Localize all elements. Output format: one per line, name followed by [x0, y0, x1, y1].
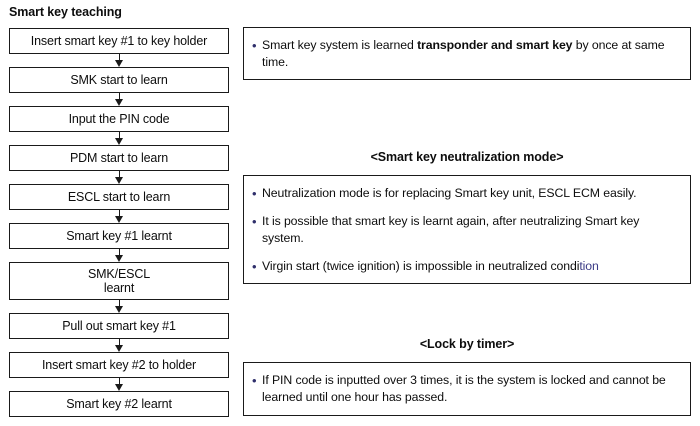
flow-connector — [9, 210, 229, 223]
flow-step-label: Insert smart key #2 to holder — [41, 358, 197, 372]
note-text-part1: Smart key system is learned — [262, 38, 418, 52]
flow-step: Insert smart key #1 to key holder — [9, 28, 229, 54]
note-text-main: Virgin start (twice ignition) is impossi… — [262, 259, 580, 273]
note-bullet: • It is possible that smart key is learn… — [252, 213, 680, 247]
down-arrow-icon — [115, 339, 124, 352]
flow-step: Insert smart key #2 to holder — [9, 352, 229, 378]
bullet-icon: • — [252, 259, 257, 274]
section-heading-neutralization: <Smart key neutralization mode> — [370, 150, 564, 164]
down-arrow-icon — [115, 93, 124, 106]
flow-connector — [9, 339, 229, 352]
flow-step-label: Insert smart key #1 to key holder — [30, 34, 208, 48]
note-box-lock: • If PIN code is inputted over 3 times, … — [243, 362, 691, 416]
section-heading-lock: <Lock by timer> — [419, 337, 515, 351]
flow-step-label: PDM start to learn — [69, 151, 169, 165]
flow-step: Smart key #1 learnt — [9, 223, 229, 249]
flow-connector — [9, 300, 229, 313]
flow-step: PDM start to learn — [9, 145, 229, 171]
flow-step-label: Pull out smart key #1 — [62, 319, 176, 333]
note-text-bold: transponder and smart key — [417, 38, 573, 52]
down-arrow-icon — [115, 54, 124, 67]
flow-step: Smart key #2 learnt — [9, 391, 229, 417]
note-bullet: • Virgin start (twice ignition) is impos… — [252, 258, 680, 275]
flow-step: ESCL start to learn — [9, 184, 229, 210]
down-arrow-icon — [115, 300, 124, 313]
note-bullet-text: Virgin start (twice ignition) is impossi… — [262, 258, 680, 275]
note-bullet: • Neutralization mode is for replacing S… — [252, 185, 680, 202]
down-arrow-icon — [115, 249, 124, 262]
note-bullet-text: Smart key system is learned transponder … — [262, 37, 680, 71]
flow-step: SMK start to learn — [9, 67, 229, 93]
flow-connector — [9, 54, 229, 67]
down-arrow-icon — [115, 171, 124, 184]
spacer — [252, 202, 680, 213]
note-text-part2: by once at same time. — [262, 38, 665, 69]
down-arrow-icon — [115, 132, 124, 145]
down-arrow-icon — [115, 210, 124, 223]
bullet-icon: • — [252, 38, 257, 53]
flow-step: SMK/ESCL learnt — [9, 262, 229, 300]
flow-connector — [9, 132, 229, 145]
bullet-icon: • — [252, 214, 257, 229]
spacer — [252, 247, 680, 258]
note-bullet-text: It is possible that smart key is learnt … — [262, 214, 640, 245]
flow-step: Pull out smart key #1 — [9, 313, 229, 339]
note-bullet-text: Neutralization mode is for replacing Sma… — [262, 186, 637, 200]
flow-connector — [9, 93, 229, 106]
note-box-neutralization: • Neutralization mode is for replacing S… — [243, 175, 691, 284]
bullet-icon: • — [252, 373, 257, 388]
note-box-learning: • Smart key system is learned transponde… — [243, 27, 691, 80]
flow-step-label: Input the PIN code — [68, 112, 170, 126]
flow-step-label: ESCL start to learn — [67, 190, 171, 204]
note-bullet: • Smart key system is learned transponde… — [252, 37, 680, 71]
flow-step-label: SMK start to learn — [70, 73, 168, 87]
bullet-icon: • — [252, 186, 257, 201]
note-bullet: • If PIN code is inputted over 3 times, … — [252, 372, 680, 406]
note-text-tinted: tion — [579, 259, 599, 273]
flow-step-label: SMK/ESCL — [87, 267, 150, 281]
down-arrow-icon — [115, 378, 124, 391]
flow-step-label: Smart key #1 learnt — [66, 229, 172, 243]
flow-connector — [9, 249, 229, 262]
note-bullet-text: If PIN code is inputted over 3 times, it… — [262, 373, 666, 404]
flow-step: Input the PIN code — [9, 106, 229, 132]
flowchart: Insert smart key #1 to key holder SMK st… — [9, 28, 229, 417]
flow-connector — [9, 378, 229, 391]
flow-connector — [9, 171, 229, 184]
flow-step-label-line2: learnt — [103, 281, 135, 295]
page-title: Smart key teaching — [9, 5, 122, 19]
flow-step-label: Smart key #2 learnt — [66, 397, 172, 411]
